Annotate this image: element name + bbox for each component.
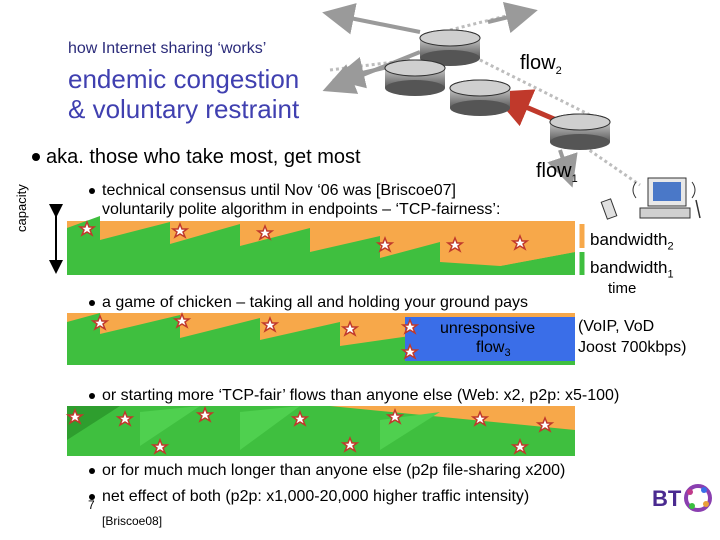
flow1-arrow: [547, 149, 578, 188]
bt-logo: [684, 484, 712, 512]
voip-label-line2: Joost 700kbps): [578, 339, 687, 356]
star-marker: [535, 415, 555, 433]
main-bullet: aka. those who take most, get most: [46, 146, 361, 168]
traffic-chart-1: [67, 216, 575, 275]
star-marker: [115, 409, 135, 427]
star-marker: [255, 223, 275, 241]
star-marker: [510, 437, 530, 455]
unresponsive-flow-block: [405, 317, 575, 361]
star-marker: [375, 235, 395, 253]
flow2-subscript: 2: [555, 65, 562, 77]
star-marker: [150, 437, 170, 455]
star-marker: [385, 407, 405, 425]
bullet-5: net effect of both (p2p: x1,000-20,000 h…: [102, 488, 530, 505]
slide-subtitle: how Internet sharing ‘works’: [68, 40, 267, 57]
bullet-1-line2: voluntarily polite algorithm in endpoint…: [102, 201, 501, 218]
slide-title-line1: endemic congestion: [68, 64, 300, 94]
star-marker: [77, 219, 97, 237]
bullet-3: or starting more ‘TCP-fair’ flows than a…: [102, 387, 620, 404]
bullet-1-line1: technical consensus until Nov ‘06 was [B…: [102, 182, 456, 199]
bandwidth1-text: bandwidth: [590, 258, 668, 277]
flow1-label: flow1: [536, 160, 578, 185]
router-icon: [384, 59, 446, 96]
time-label: time: [608, 280, 637, 297]
slide-title-line2: & voluntary restraint: [68, 94, 300, 124]
bandwidth2-label: bandwidth2: [590, 230, 674, 252]
bt-logo-text: BT: [652, 486, 682, 511]
star-marker: [400, 317, 420, 335]
bandwidth2-text: bandwidth: [590, 230, 668, 249]
star-marker: [445, 235, 465, 253]
loss-markers: [65, 219, 555, 455]
bullet-2: a game of chicken – taking all and holdi…: [102, 294, 529, 311]
star-marker: [65, 407, 85, 425]
flow2-label: flow2: [520, 52, 562, 77]
star-marker: [340, 319, 360, 337]
star-marker: [470, 409, 490, 427]
computer-icon: [632, 177, 696, 219]
traffic-chart-3: [67, 406, 575, 456]
star-marker: [172, 311, 192, 329]
traffic-chart-2: [67, 313, 575, 365]
star-marker: [170, 221, 190, 239]
flow3-text: flow: [476, 339, 505, 356]
star-marker: [290, 409, 310, 427]
router-icon: [419, 29, 481, 66]
star-marker: [510, 233, 530, 251]
bandwidth2-subscript: 2: [667, 240, 674, 253]
citation: [Briscoe08]: [102, 514, 163, 528]
page-number: 7: [88, 498, 95, 512]
flow1-subscript: 1: [571, 173, 578, 185]
router-icon: [549, 113, 611, 150]
star-marker: [260, 315, 280, 333]
star-marker: [340, 435, 360, 453]
bandwidth1-subscript: 1: [667, 268, 674, 281]
router-icon: [449, 79, 511, 116]
phone-icon: [600, 198, 618, 220]
antenna-icon: [695, 199, 701, 219]
unresponsive-label: unresponsive: [440, 320, 536, 337]
bullet-dots: [32, 153, 95, 500]
star-marker: [195, 405, 215, 423]
bullet-4: or for much much longer than anyone else…: [102, 462, 566, 479]
star-marker: [400, 342, 420, 360]
flow2-text: flow: [520, 52, 556, 74]
star-marker: [90, 313, 110, 331]
flow3-label: flow3: [476, 339, 511, 359]
voip-label-line1: (VoIP, VoD: [578, 318, 655, 335]
flow1-text: flow: [536, 160, 572, 182]
flow3-subscript: 3: [504, 347, 511, 360]
capacity-label: capacity: [14, 184, 29, 232]
bandwidth1-label: bandwidth1: [590, 258, 674, 280]
